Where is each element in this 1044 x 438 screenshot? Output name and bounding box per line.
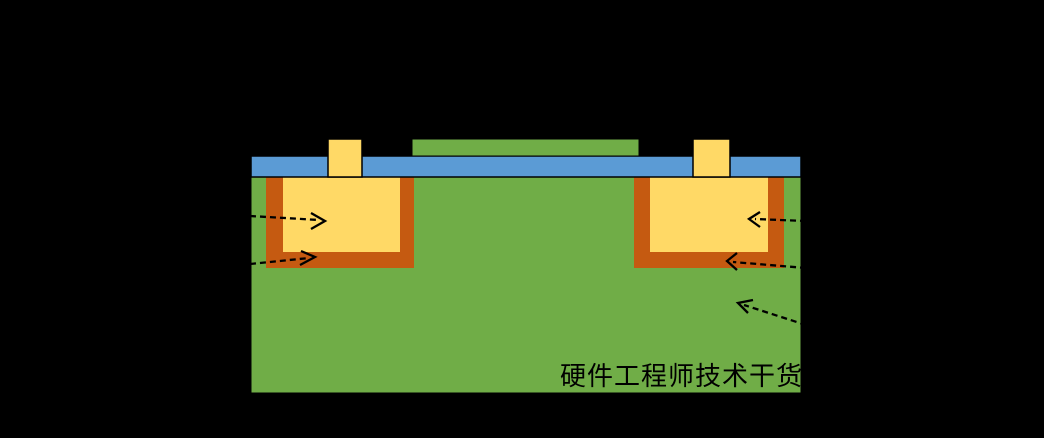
watermark-text: 硬件工程师技术干货 bbox=[560, 361, 803, 391]
left-trench-fill bbox=[283, 177, 400, 252]
right-annotation-arrow-1 bbox=[746, 211, 807, 228]
left-annotation-arrow-1 bbox=[249, 212, 328, 230]
left-annotation-arrow-2 bbox=[249, 249, 318, 267]
annotation-arrows bbox=[249, 211, 807, 327]
right-trench-fill bbox=[650, 177, 768, 252]
left-contact-plug bbox=[327, 138, 363, 178]
right-annotation-arrow-3 bbox=[735, 298, 807, 327]
right-contact-plug bbox=[692, 138, 731, 178]
gate-electrode bbox=[411, 138, 640, 157]
right-annotation-arrow-2 bbox=[725, 252, 807, 271]
